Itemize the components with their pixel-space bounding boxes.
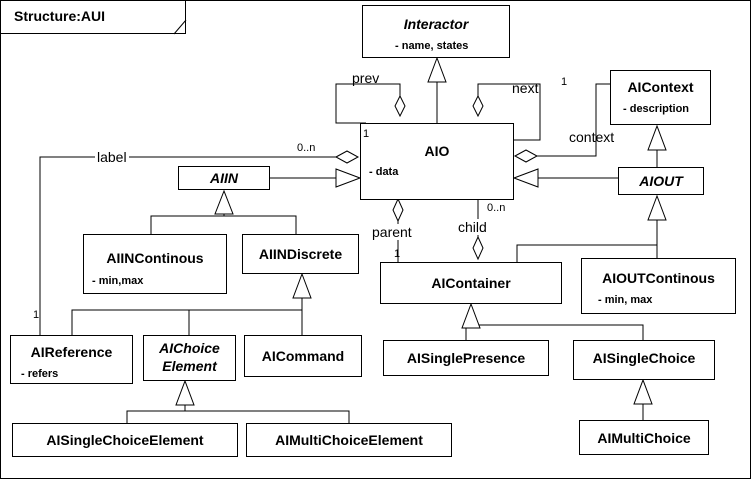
class-name: AIContext [627, 79, 694, 95]
mult-label-many: 0..n [297, 142, 316, 154]
gen-arrow-aichoiceel [175, 379, 195, 406]
mult-next-one: 1 [561, 76, 568, 88]
class-name: AIIN [210, 170, 238, 186]
label-context: context [569, 129, 615, 145]
mult-parent-one: 1 [394, 248, 401, 260]
label-next: next [512, 80, 539, 96]
class-name: AIOUTContinous [602, 270, 715, 286]
class-aicontainer[interactable]: AIContainer [380, 262, 562, 304]
diamond-child [472, 235, 484, 261]
gen-container-children [465, 324, 644, 340]
frame-title-tab: Structure:AUI [0, 0, 186, 34]
label-child: child [458, 219, 487, 235]
gen-arrow-aiin [214, 189, 234, 215]
gen-aiin-children [150, 215, 297, 234]
gen-arrow-aicontainer [461, 302, 481, 329]
gen-arrow-aio-left [335, 168, 362, 188]
diamond-next [472, 94, 484, 118]
gen-arrow-aicontext [647, 124, 667, 151]
class-aimultichoice[interactable]: AIMultiChoice [579, 420, 709, 455]
gen-arrow-aio-right [512, 168, 539, 188]
assoc-next [477, 83, 541, 141]
class-aiin[interactable]: AIIN [178, 166, 270, 190]
assoc-label [39, 156, 336, 336]
class-name: AIINDiscrete [258, 246, 343, 262]
class-aioutcontinous[interactable]: AIOUTContinous - min, max [581, 258, 736, 314]
class-attr: - min,max [92, 275, 144, 287]
class-interactor[interactable]: Interactor - name, states [362, 5, 510, 58]
class-aiincontinous[interactable]: AIINContinous - min,max [83, 234, 227, 294]
class-name: AIMultiChoice [597, 430, 691, 446]
class-aisinglechoiceelement[interactable]: AISingleChoiceElement [12, 423, 238, 457]
class-aichoiceelement[interactable]: AIChoice Element [143, 335, 236, 381]
class-name: AIINContinous [106, 250, 204, 266]
label-parent: parent [372, 224, 412, 240]
class-name-line1: AIChoice [159, 340, 220, 356]
class-aimultichoiceelement[interactable]: AIMultiChoiceElement [246, 423, 452, 457]
class-name: AIO [424, 143, 450, 159]
class-name: AICommand [261, 348, 345, 364]
gen-arrow-interactor [427, 56, 447, 83]
class-aiout[interactable]: AIOUT [618, 167, 704, 195]
diamond-parent [392, 197, 404, 223]
gen-ref-cmd [71, 309, 303, 335]
class-aisinglechoice[interactable]: AISingleChoice [573, 340, 715, 380]
diamond-context [513, 149, 539, 163]
class-name: AIContainer [431, 275, 511, 291]
class-name: Interactor [403, 16, 469, 32]
gen-choiceel-children [126, 410, 350, 423]
frame-title: Structure:AUI [14, 8, 106, 24]
class-name: AIMultiChoiceElement [275, 432, 423, 448]
class-name: AIReference [30, 344, 113, 360]
class-name: AIOUT [639, 173, 683, 189]
class-aisinglepresence[interactable]: AISinglePresence [383, 340, 549, 376]
mult-child-many: 0..n [487, 202, 506, 214]
class-aireference[interactable]: AIReference - refers [10, 335, 133, 384]
diamond-label [334, 150, 360, 164]
diamond-prev [394, 94, 406, 118]
class-name: AISinglePresence [406, 350, 526, 366]
mult-aio-one: 1 [363, 128, 370, 140]
class-name: AISingleChoiceElement [46, 432, 204, 448]
gen-aicontainer-aiout [516, 244, 657, 262]
class-name-line2: Element [162, 358, 217, 374]
class-attr: - description [623, 103, 690, 115]
class-aicommand[interactable]: AICommand [244, 335, 362, 377]
class-attr: - min, max [598, 294, 653, 306]
class-aicontext[interactable]: AIContext - description [610, 70, 711, 125]
gen-arrow-aiindisc [292, 272, 312, 299]
gen-arrow-aisinglechoice [633, 378, 653, 405]
tab-corner [173, 19, 187, 35]
class-attr: - name, states [395, 40, 469, 52]
class-name: AISingleChoice [592, 350, 696, 366]
class-attr: - refers [21, 368, 59, 380]
class-aiindiscrete[interactable]: AIINDiscrete [242, 234, 359, 274]
label-label: label [95, 149, 129, 165]
assoc-prev [335, 83, 401, 124]
mult-ref-one: 1 [33, 309, 40, 321]
assoc-context [537, 83, 610, 157]
class-attr: - data [369, 166, 399, 178]
gen-arrow-aiout [647, 194, 667, 221]
label-prev: prev [352, 70, 380, 86]
class-aio[interactable]: AIO - data [360, 123, 514, 200]
